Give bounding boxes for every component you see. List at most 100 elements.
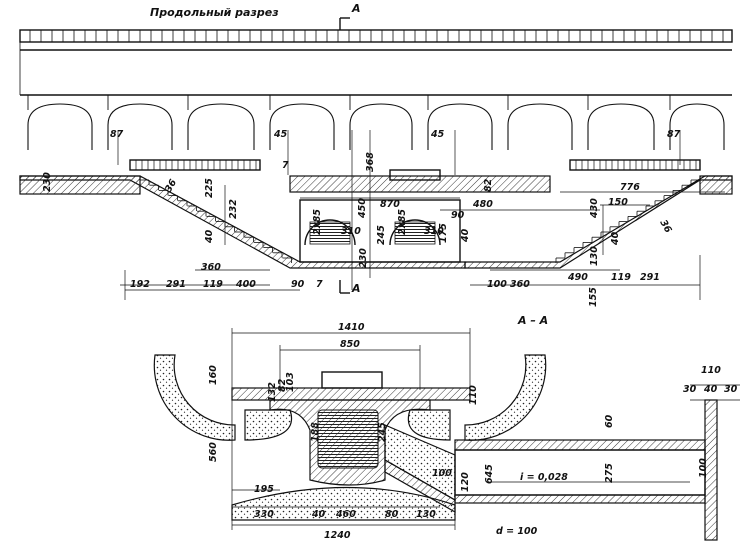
dim-90-inner: 90 <box>451 210 465 221</box>
tunnel-box <box>299 199 461 263</box>
slab-center <box>289 175 551 193</box>
fill-right <box>407 409 451 441</box>
dim-400: 400 <box>235 279 256 290</box>
dim-330: 330 <box>254 509 274 520</box>
dim-232: 232 <box>228 199 239 219</box>
dim-82: 82 <box>483 178 494 192</box>
dim-60: 60 <box>604 414 615 428</box>
dim-110-top: 110 <box>701 365 721 376</box>
dim-225: 225 <box>204 178 215 198</box>
railing-right <box>569 159 701 171</box>
dim-310-left: 310 <box>341 226 361 237</box>
section-mark-bottom: A <box>351 282 361 295</box>
tunnel-opening-1 <box>309 221 351 245</box>
dim-150: 150 <box>608 197 628 208</box>
dim-460: 460 <box>335 509 356 520</box>
dim-45-right: 45 <box>430 129 445 140</box>
dim-130-bottom: 130 <box>416 509 436 520</box>
dim-2x85-left: 2x85 <box>312 209 323 235</box>
dim-7-bottom: 7 <box>316 279 323 290</box>
dim-80: 80 <box>385 509 399 520</box>
arcade <box>27 95 725 150</box>
tunnel-arch-2 <box>389 219 441 246</box>
cross-section-title: A – A <box>517 314 548 327</box>
dim-87-right: 87 <box>667 129 681 140</box>
dim-1240: 1240 <box>324 530 351 541</box>
dim-160: 160 <box>208 365 219 385</box>
dim-870: 870 <box>380 199 400 210</box>
dim-360-right: 360 <box>510 279 530 290</box>
center-block <box>389 169 441 181</box>
cross-center-block <box>321 371 383 389</box>
dim-45-left: 45 <box>273 129 288 140</box>
dim-195: 195 <box>254 484 274 495</box>
dim-110: 110 <box>468 385 479 405</box>
dim-230-center: 230 <box>358 248 369 268</box>
dim-119-right: 119 <box>611 272 631 283</box>
dim-368: 368 <box>365 152 376 172</box>
dimension-lines-upper <box>117 130 725 300</box>
dim-430: 430 <box>589 198 600 219</box>
dim-30-a: 30 <box>683 384 697 395</box>
dim-119-left: 119 <box>203 279 223 290</box>
dim-490: 490 <box>567 272 588 283</box>
slope-label: i = 0,028 <box>520 472 568 483</box>
dim-40-right: 40 <box>610 231 621 246</box>
central-tunnel-opening <box>317 409 379 469</box>
dim-87-left: 87 <box>110 129 124 140</box>
dim-850: 850 <box>340 339 360 350</box>
dim-7: 7 <box>282 160 289 171</box>
dim-560: 560 <box>208 442 219 462</box>
dim-40-bottom: 40 <box>311 509 326 520</box>
section-mark-top: A <box>351 2 361 15</box>
dim-275: 275 <box>604 463 615 483</box>
dim-40: 40 <box>703 384 718 395</box>
dim-2x85-right: 2x85 <box>397 209 408 235</box>
deck-top-band <box>19 29 733 43</box>
pipe-top-wall <box>454 439 706 451</box>
dim-100-cross: 100 <box>432 468 452 479</box>
dim-192: 192 <box>130 279 150 290</box>
fill-left <box>244 409 293 441</box>
dim-90: 90 <box>291 279 305 290</box>
foundation-right <box>699 175 733 195</box>
dim-291-left: 291 <box>166 279 186 290</box>
longitudinal-section: Продольный разрез A <box>19 2 733 307</box>
dim-130: 130 <box>589 246 600 266</box>
longitudinal-title: Продольный разрез <box>150 6 279 19</box>
dim-450: 450 <box>357 198 368 219</box>
tunnel-arch-1 <box>304 219 356 246</box>
dim-645: 645 <box>484 464 495 484</box>
railing-left <box>129 159 261 171</box>
dim-103: 103 <box>285 372 296 392</box>
dim-188: 188 <box>310 422 321 442</box>
staircases <box>140 179 700 263</box>
pipe-bottom-wall <box>454 494 706 504</box>
dim-245: 245 <box>376 225 387 245</box>
dim-40-center: 40 <box>460 228 471 243</box>
dim-40-left: 40 <box>204 229 215 244</box>
dim-36-right: 36 <box>657 218 673 235</box>
dim-776: 776 <box>620 182 640 193</box>
dim-120: 120 <box>460 472 471 492</box>
dim-132: 132 <box>267 382 278 402</box>
dim-175: 175 <box>438 223 449 243</box>
dim-230: 230 <box>42 172 53 192</box>
dim-360-left: 360 <box>201 262 221 273</box>
dim-100-right: 100 <box>698 458 709 478</box>
dim-245-cross: 245 <box>377 422 388 442</box>
dim-82-cross: 82 <box>277 378 288 392</box>
pipe-diameter: d = 100 <box>496 526 538 537</box>
dim-100: 100 <box>487 279 507 290</box>
dim-1410: 1410 <box>338 322 365 333</box>
dim-30-b: 30 <box>724 384 738 395</box>
cross-section-a-a: A – A 1410 850 <box>153 314 740 541</box>
tunnel-opening-2 <box>394 221 436 245</box>
dim-291-right: 291 <box>640 272 660 283</box>
dim-155: 155 <box>588 287 599 307</box>
dim-480: 480 <box>472 199 493 210</box>
foundation-left <box>19 175 141 195</box>
left-half-tunnel <box>153 354 236 441</box>
dim-310-right: 310 <box>424 226 444 237</box>
